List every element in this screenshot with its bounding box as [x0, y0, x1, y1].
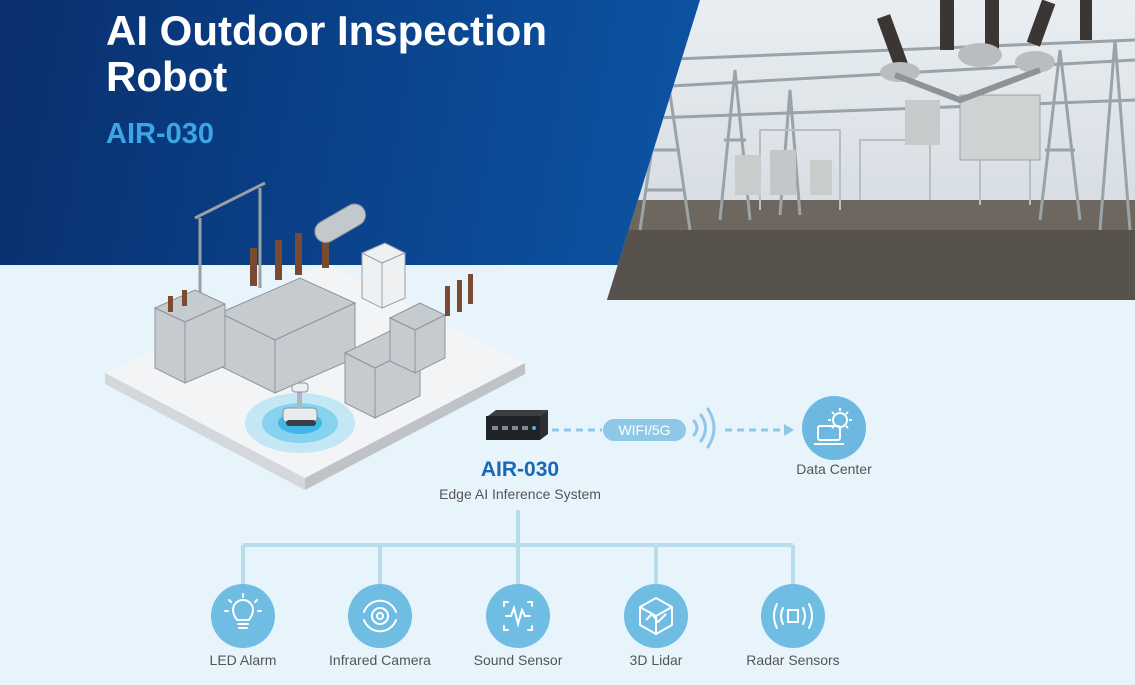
system-description: Edge AI Inference System: [439, 486, 601, 502]
edge-device-image: [486, 410, 548, 440]
cube-icon: [639, 597, 673, 635]
gear-monitor-icon: [814, 408, 852, 445]
page-title: AI Outdoor Inspection Robot: [106, 7, 547, 100]
sensor-label: LED Alarm: [209, 652, 277, 668]
sensor-label: Infrared Camera: [329, 652, 431, 668]
sensor-label: 3D Lidar: [629, 652, 683, 668]
lightbulb-icon: [224, 593, 262, 629]
substation-photo: [607, 0, 1135, 300]
data-center-label: Data Center: [796, 461, 872, 477]
eye-icon: [363, 599, 397, 633]
data-center-node: [802, 396, 866, 460]
connection-line: [552, 424, 794, 436]
substation-illustration: [105, 181, 525, 490]
sensor-label: Radar Sensors: [746, 652, 840, 668]
system-name: AIR-030: [480, 458, 560, 481]
model-subtitle: AIR-030: [106, 118, 214, 150]
sensor-3d-lidar: [624, 584, 688, 648]
sensor-led-alarm: [211, 584, 275, 648]
sensor-sound: [486, 584, 550, 648]
wireless-signal-icon: [692, 407, 716, 449]
radar-icon: [773, 603, 813, 629]
sensor-label: Sound Sensor: [473, 652, 563, 668]
wireless-link-badge: WIFI/5G: [603, 419, 686, 441]
sensor-infrared-camera: [348, 584, 412, 648]
sensor-radar: [761, 584, 825, 648]
waveform-icon: [503, 601, 533, 631]
